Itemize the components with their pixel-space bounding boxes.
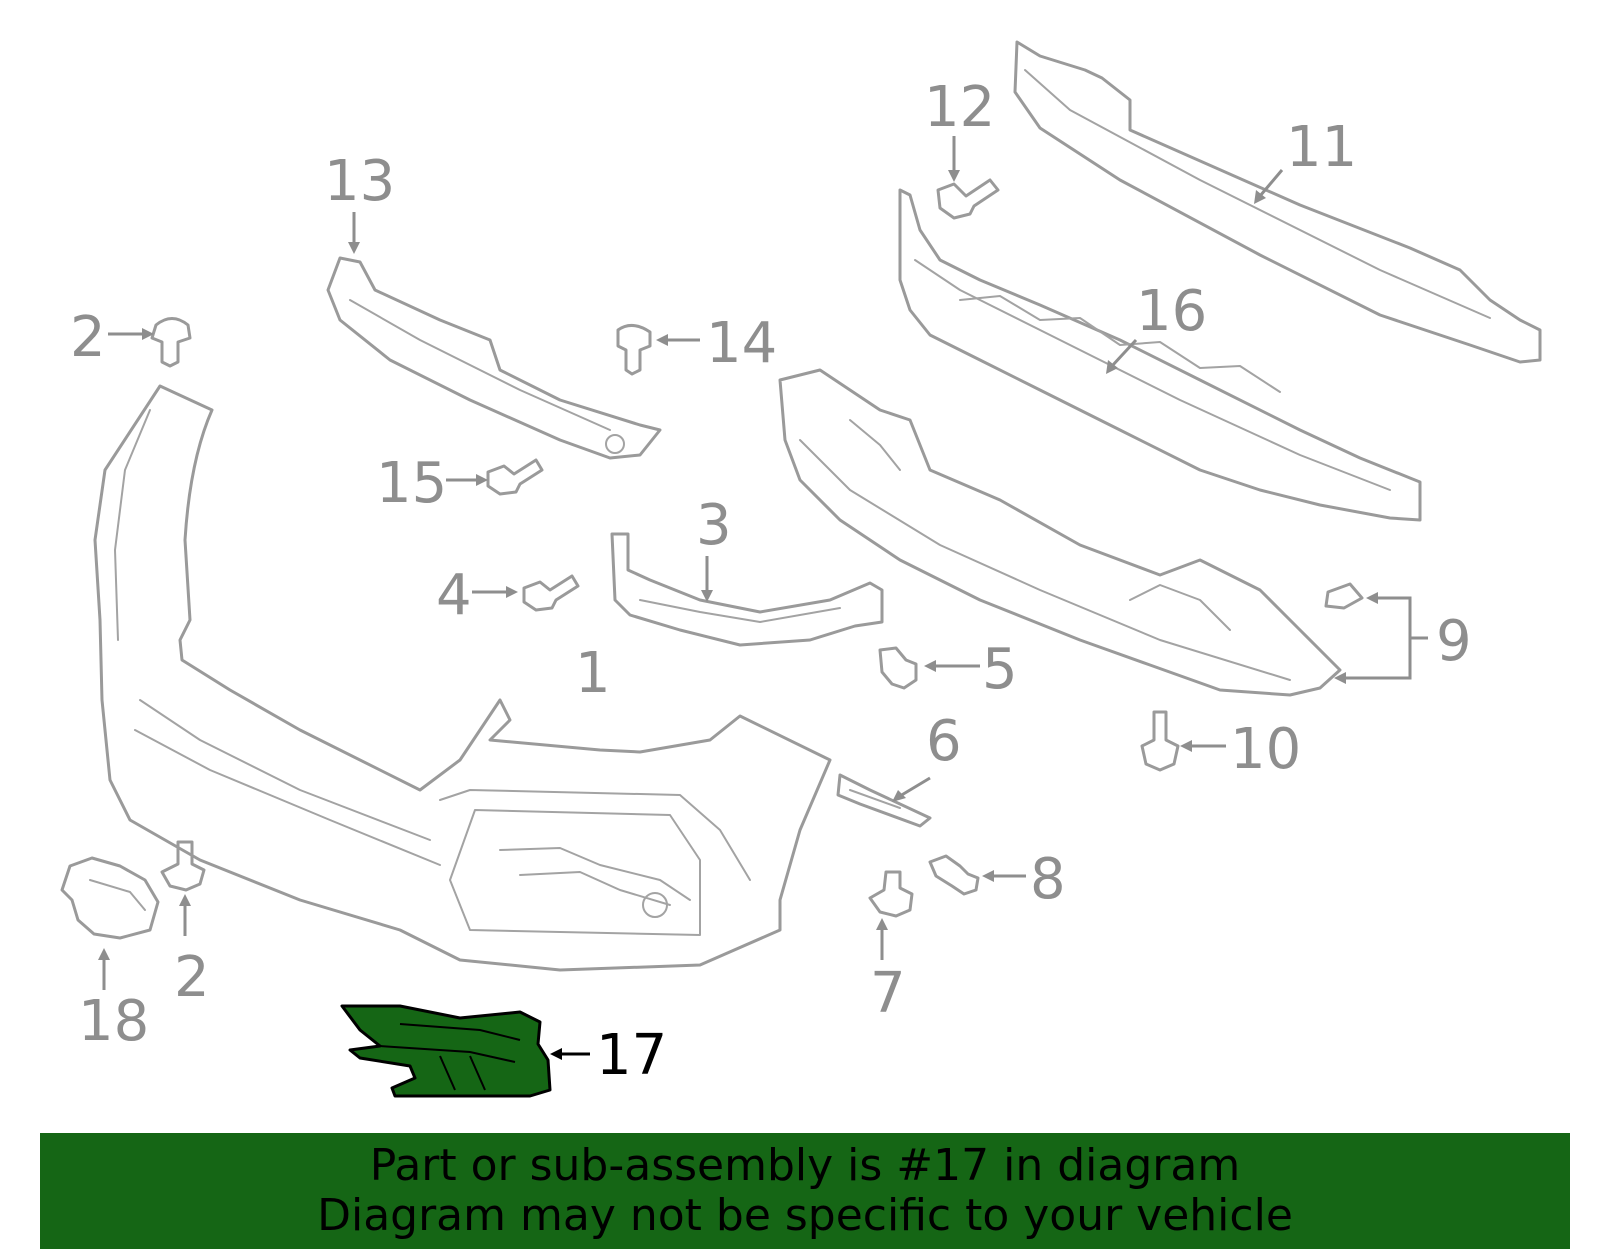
callout-6: 6	[926, 709, 962, 774]
callout-8: 8	[1030, 847, 1066, 912]
lower-support	[778, 368, 1342, 697]
callout-12: 12	[924, 75, 995, 140]
callout-13: 13	[324, 149, 395, 214]
callout-2b: 2	[174, 945, 210, 1010]
absorber-part-16	[898, 188, 1422, 522]
leader-arrows	[98, 136, 1428, 1060]
bolt-part-10	[1140, 710, 1180, 772]
side-bracket-part-13	[326, 256, 662, 460]
callout-11: 11	[1286, 115, 1357, 180]
callout-15: 15	[376, 451, 447, 516]
callout-17: 17	[596, 1023, 667, 1088]
callout-4: 4	[436, 563, 472, 628]
callout-labels: 1 2 2 3 4 5 6 7 8 9 10 11 12 13 14 15 16…	[70, 75, 1472, 1088]
clip-part-18	[60, 856, 160, 940]
clip-part-7	[868, 870, 914, 918]
banner-line-2: Diagram may not be specific to your vehi…	[317, 1190, 1293, 1241]
bracket-part-6	[836, 773, 932, 828]
fog-light-bezel-part-17[interactable]	[340, 1004, 552, 1098]
bolt-part-12	[936, 178, 1000, 220]
callout-3: 3	[696, 493, 732, 558]
callout-16: 16	[1136, 279, 1207, 344]
callout-1: 1	[575, 641, 611, 706]
bolt-part-15	[486, 458, 544, 496]
callout-5: 5	[982, 637, 1018, 702]
banner-line-1: Part or sub-assembly is #17 in diagram	[369, 1140, 1241, 1191]
bumper-cover-part-1	[93, 384, 832, 972]
bolt-part-8	[928, 854, 980, 896]
fastener-part-2a	[150, 317, 192, 368]
reinforcement-beam-part-11	[1013, 40, 1542, 364]
info-banner: Part or sub-assembly is #17 in diagram D…	[40, 1133, 1570, 1249]
callout-2a: 2	[70, 305, 106, 370]
clip-part-9	[1324, 582, 1364, 610]
callout-10: 10	[1230, 717, 1301, 782]
bolt-part-4	[522, 574, 580, 612]
callout-14: 14	[706, 311, 777, 376]
bracket-part-3	[610, 532, 884, 647]
callout-7: 7	[870, 961, 906, 1026]
fastener-part-14	[616, 324, 652, 376]
clip-part-5	[878, 646, 918, 690]
fastener-part-2b	[160, 840, 206, 892]
callout-9: 9	[1436, 609, 1472, 674]
callout-18: 18	[78, 989, 149, 1054]
